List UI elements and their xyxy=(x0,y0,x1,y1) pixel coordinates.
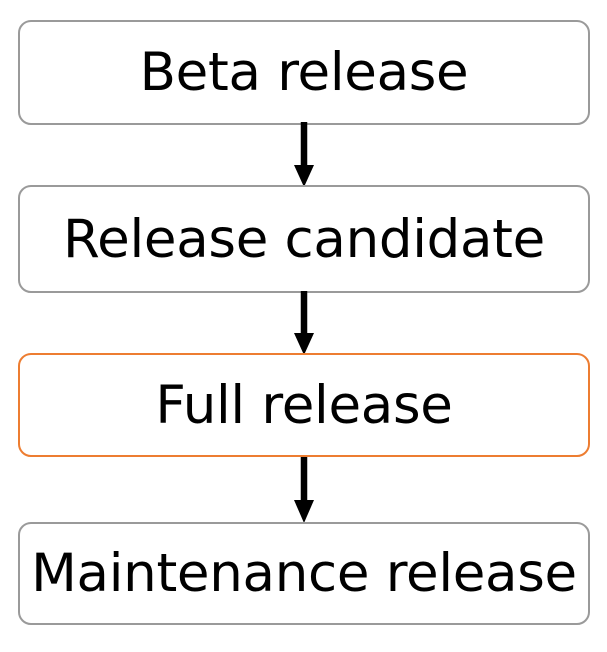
down-arrow-icon xyxy=(294,122,314,187)
flow-node-beta-release[interactable]: Beta release xyxy=(18,20,590,125)
flow-node-label: Release candidate xyxy=(63,208,545,270)
down-arrow-icon xyxy=(294,291,314,355)
flow-node-label: Maintenance release xyxy=(31,543,577,604)
flow-arrow-beta-to-release-candidate xyxy=(0,122,607,188)
flow-node-label: Beta release xyxy=(139,42,469,103)
flow-arrow-release-candidate-to-full-release xyxy=(0,291,607,356)
flow-node-release-candidate[interactable]: Release candidate xyxy=(18,185,590,293)
flow-node-full-release[interactable]: Full release xyxy=(18,353,590,457)
flow-node-maintenance-release[interactable]: Maintenance release xyxy=(18,522,590,625)
flow-node-label: Full release xyxy=(155,374,453,436)
down-arrow-icon xyxy=(294,457,314,523)
flow-arrow-full-release-to-maintenance-release xyxy=(0,455,607,525)
